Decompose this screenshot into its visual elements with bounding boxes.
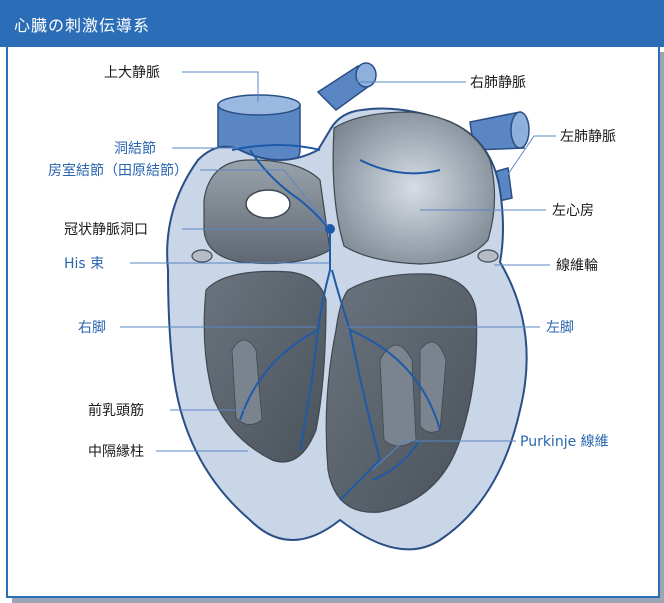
label-left-bundle: 左脚: [546, 320, 574, 336]
label-left-pulmonary-veins: 左肺静脈: [560, 129, 616, 145]
av-node-dot: [325, 224, 335, 234]
label-sinoatrial-node: 洞結節: [114, 140, 156, 157]
coronary-sinus-ostium-opening: [245, 189, 291, 219]
label-av-node: 房室結節（田原結節）: [48, 162, 188, 179]
right-ventricle: [203, 270, 327, 463]
label-anterior-papillary-muscle: 前乳頭筋: [88, 402, 144, 419]
fibrous-ring-right: [477, 249, 499, 263]
left-atrium: [332, 111, 496, 265]
label-superior-vena-cava: 上大静脈: [104, 65, 160, 81]
label-his-bundle: His 束: [64, 256, 104, 272]
figure-title: 心臓の刺激伝導系: [14, 16, 151, 35]
label-right-pulmonary-vein: 右肺静脈: [470, 75, 526, 91]
conduction-system: [231, 144, 441, 501]
label-left-atrium: 左心房: [552, 203, 594, 219]
frame-shadow-bottom: [12, 597, 664, 603]
right-pulmonary-vein: [316, 62, 377, 111]
leader-lines: [120, 71, 556, 471]
fibrous-ring-left: [191, 249, 213, 263]
label-fibrous-ring: 線維輪: [556, 257, 598, 274]
label-coronary-sinus-ostium: 冠状静脈洞口: [64, 222, 148, 238]
title-bar: 心臓の刺激伝導系: [0, 0, 664, 47]
label-septomarginal-trabecula: 中隔縁柱: [88, 444, 144, 460]
label-right-bundle: 右脚: [78, 320, 106, 336]
label-purkinje-fibers: Purkinje 線維: [520, 434, 609, 450]
frame-shadow-right: [658, 52, 664, 603]
